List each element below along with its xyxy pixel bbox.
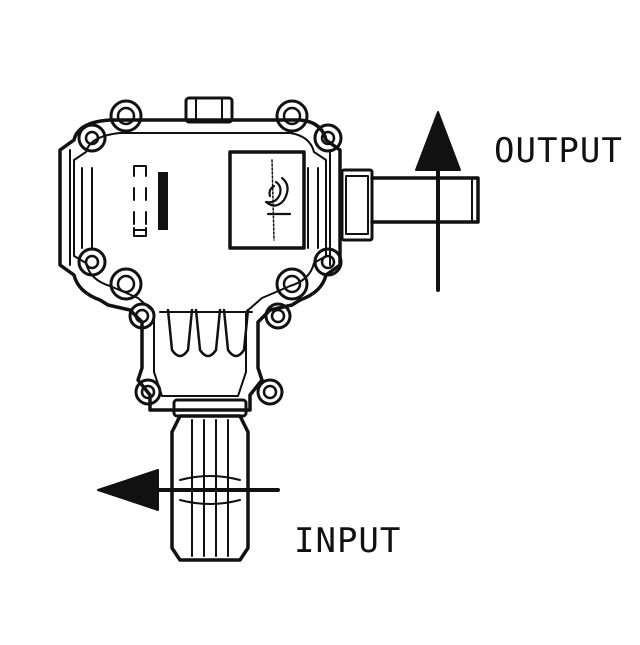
sight-glass-marks <box>133 165 168 237</box>
bolt <box>128 302 156 330</box>
input-label: INPUT <box>294 521 401 561</box>
bolt <box>256 378 284 406</box>
input-shaft <box>170 398 250 562</box>
arrow-up-icon <box>415 111 461 292</box>
bolt <box>109 267 143 301</box>
bolt <box>134 378 162 406</box>
name-plate <box>228 150 306 250</box>
housing-bolts <box>77 99 343 406</box>
bolt <box>109 99 143 133</box>
bolt <box>275 267 309 301</box>
arrow-left-icon <box>97 469 280 511</box>
output-label: OUTPUT <box>494 131 623 171</box>
bolt <box>313 247 343 277</box>
swirl-logo-icon <box>264 176 292 216</box>
bolt <box>264 302 292 330</box>
bolt <box>77 123 107 153</box>
bolt <box>77 247 107 277</box>
bolt <box>313 123 343 153</box>
gearbox-housing <box>58 96 342 412</box>
bolt <box>275 99 309 133</box>
output-shaft <box>340 168 480 242</box>
